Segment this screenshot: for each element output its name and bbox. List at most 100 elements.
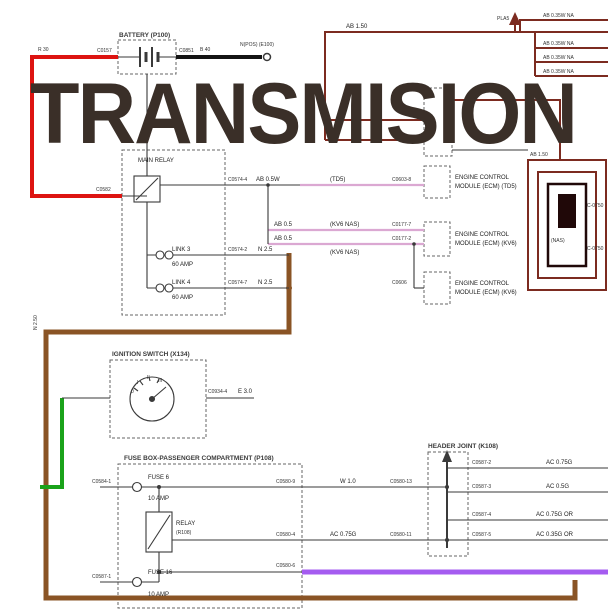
fuse6-icon <box>131 481 143 493</box>
nas-block <box>558 194 576 228</box>
label-link3: LINK 3 <box>172 247 191 253</box>
label-wire-row-d: N 2.5 <box>258 247 273 253</box>
label-variant-kv6-c: (KV6 NAS) <box>330 250 359 256</box>
label-fuse16-amp: 10 AMP <box>148 592 169 598</box>
red-wire <box>30 55 122 198</box>
label-ecm2-line2: MODULE (ECM) (KV6) <box>455 241 517 247</box>
label-wire-black: B 40 <box>200 47 211 53</box>
label-header-title: HEADER JOINT (K108) <box>428 443 498 450</box>
label-wire-row-a: AB 0.5W <box>256 177 280 183</box>
label-na3: AB 0.35W NA <box>543 55 575 61</box>
brown-wire <box>43 253 578 601</box>
label-variant-td5: (TD5) <box>330 177 345 183</box>
hidden-module-box <box>423 87 453 157</box>
header-joint-box <box>427 451 469 557</box>
label-ecm3-line1: ENGINE CONTROL <box>455 281 510 287</box>
label-wire-row-c: AB 0.5 <box>274 236 293 242</box>
label-conn-c0177-2: C0177-2 <box>392 236 411 242</box>
nas-inner-frame <box>546 182 588 268</box>
label-fuse16: FUSE 16 <box>148 570 173 576</box>
label-wire-h2: AC 0.5G <box>546 484 569 490</box>
label-pos-3: III <box>158 378 162 384</box>
ignition-rotary-symbol <box>129 376 175 422</box>
label-conn-c0574-4: C0574-4 <box>228 177 247 183</box>
label-conn-c0603: C0603-8 <box>392 177 411 183</box>
label-wire-relay-out: AC 0.75G <box>330 532 357 538</box>
label-conn-c0582: C0582 <box>96 187 111 193</box>
label-conn-c0587-3: C0587-3 <box>472 484 491 490</box>
label-conn-c0584: C0584-1 <box>92 479 111 485</box>
label-ecm3-line2: MODULE (ECM) (KV6) <box>455 290 517 296</box>
fuse16-icon <box>131 576 143 588</box>
label-variant-kv6-b: (KV6 NAS) <box>330 222 359 228</box>
green-wire <box>40 398 64 489</box>
label-pla5: PLA5 <box>497 16 509 22</box>
label-na1: AB 0.35W NA <box>543 13 575 19</box>
label-ecm1-line2: MODULE (ECM) (TD5) <box>455 184 517 190</box>
label-relay-title: MAIN RELAY <box>138 158 174 164</box>
passenger-fusebox-box <box>117 463 303 609</box>
label-conn-c0580-11: C0580-11 <box>390 532 412 538</box>
label-earth: N(POS) (E100) <box>240 42 274 48</box>
label-nas: (NAS) <box>551 238 565 244</box>
fusible-link3-icon <box>155 250 165 260</box>
label-conn-c0851: C0851 <box>179 48 194 54</box>
label-relay2: RELAY <box>176 521 195 527</box>
label-wire-h3: AC 0.75G OR <box>536 512 574 518</box>
label-relay2-id: (R108) <box>176 530 192 536</box>
ignition-switch-box <box>109 359 207 439</box>
label-ecm1-line1: ENGINE CONTROL <box>455 175 510 181</box>
label-conn-c0177-7: C0177-7 <box>392 222 411 228</box>
label-conn-c0934: C0934-4 <box>208 389 227 395</box>
label-wire-fuse6-out: W 1.0 <box>340 479 356 485</box>
label-conn-c0580-13: C0580-13 <box>390 479 412 485</box>
label-conn-c0574-2: C0574-2 <box>228 247 247 253</box>
label-conn-c0750a: C-0750 <box>587 203 604 209</box>
label-ecm2-line1: ENGINE CONTROL <box>455 232 510 238</box>
label-pos-1: I <box>137 380 138 386</box>
label-conn-c0580-9: C0580-9 <box>276 479 295 485</box>
ecm3-box <box>423 271 451 305</box>
transmision-title: TRANSMISION <box>30 66 576 162</box>
label-wire-row-e: N 2.5 <box>258 280 273 286</box>
label-fuse6-amp: 10 AMP <box>148 496 169 502</box>
maroon-harness <box>324 19 608 291</box>
pla5-arrow-icon <box>509 12 521 25</box>
label-wire-red: R 30 <box>38 47 49 53</box>
label-conn-c0157: C0157 <box>97 48 112 54</box>
label-wire-ignition-out: E 3.0 <box>238 389 253 395</box>
label-fusebox-title: FUSE BOX-PASSENGER COMPARTMENT (P108) <box>124 455 274 462</box>
label-pos-0: 0 <box>131 389 134 395</box>
label-wire-h1: AC 0.75G <box>546 460 573 466</box>
fusible-link4-icon <box>155 283 165 293</box>
label-wire-brown-vert: N 2.50 <box>33 315 39 330</box>
header-arrow-icon <box>442 450 452 462</box>
ecm1-box <box>423 165 451 199</box>
label-wire-top-right: AB 1.50 <box>346 24 368 30</box>
label-wire-right-mid: AB 1.50 <box>530 152 548 158</box>
earth-eyelet-icon <box>262 52 272 62</box>
label-link4: LINK 4 <box>172 280 191 286</box>
label-na4: AB 0.35W NA <box>543 69 575 75</box>
label-wire-h4: AC 0.35G OR <box>536 532 574 538</box>
engine-fusebox-box <box>121 149 226 316</box>
label-battery-title: BATTERY (P100) <box>119 32 170 39</box>
label-ignition-title: IGNITION SWITCH (X134) <box>112 351 190 358</box>
label-conn-c0587-1: C0587-1 <box>92 574 111 580</box>
label-conn-c0606: C0606 <box>392 280 407 286</box>
label-wire-row-b: AB 0.5 <box>274 222 293 228</box>
label-conn-c0587-5: C0587-5 <box>472 532 491 538</box>
label-na2: AB 0.35W NA <box>543 41 575 47</box>
pink-wires <box>268 183 424 246</box>
label-conn-c0750b: C-0750 <box>587 246 604 252</box>
label-conn-c0587-4: C0587-4 <box>472 512 491 518</box>
ecm2-box <box>423 221 451 257</box>
label-conn-c0587-2: C0587-2 <box>472 460 491 466</box>
label-pos-2: II <box>147 375 150 381</box>
label-link4-amp: 60 AMP <box>172 295 193 301</box>
label-conn-c0580-4: C0580-4 <box>276 532 295 538</box>
label-link3-amp: 60 AMP <box>172 262 193 268</box>
label-fuse6: FUSE 6 <box>148 475 170 481</box>
